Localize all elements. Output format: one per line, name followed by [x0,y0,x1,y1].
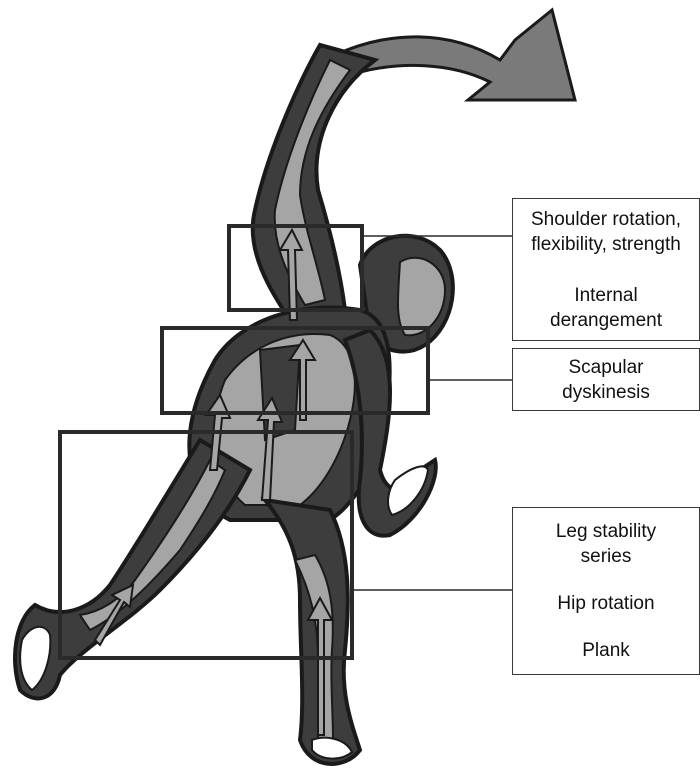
internal-derangement-label: Internal derangement [513,283,699,333]
plank-label: Plank [513,638,699,663]
front-leg [265,500,360,764]
throwing-arm [253,45,375,320]
motion-arrow-icon [335,10,575,100]
shoulder-callout: Shoulder rotation, flexibility, strength… [512,198,700,341]
scapular-dyskinesis-label: Scapular dyskinesis [513,355,699,405]
scapula-callout: Scapular dyskinesis [512,348,700,411]
legs-callout: Leg stability series Hip rotation Plank [512,507,700,675]
shoulder-rotation-label: Shoulder rotation, flexibility, strength [513,207,699,257]
hip-rotation-label: Hip rotation [513,591,699,616]
leg-stability-label: Leg stability series [513,519,699,569]
